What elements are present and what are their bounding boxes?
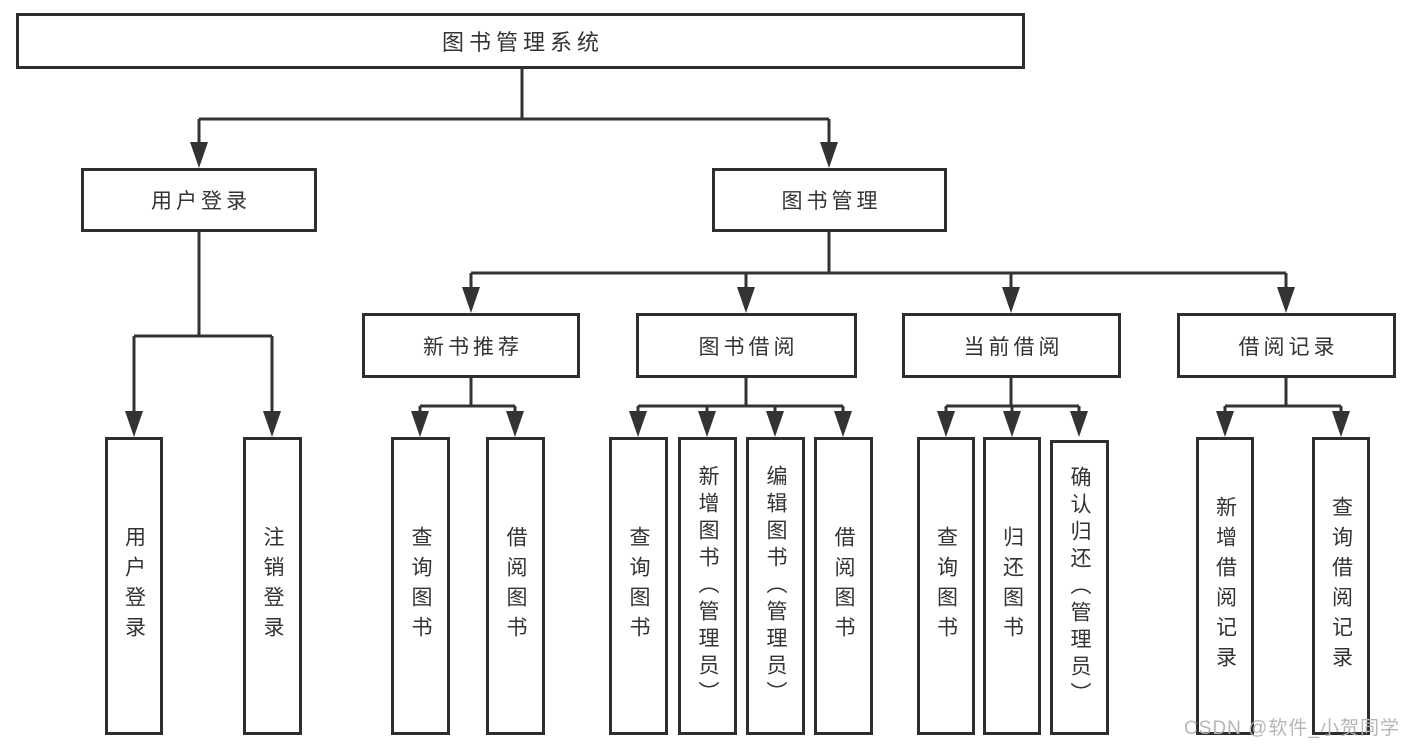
- leaf-borrow-query-book-label: 查询图书: [627, 526, 650, 646]
- leaf-borrow-edit-book-admin-label: 编辑图书（管理员）: [764, 464, 787, 708]
- node-new-book-recommend: 新书推荐: [362, 313, 580, 378]
- leaf-current-confirm-return-admin: 确认归还（管理员）: [1050, 440, 1109, 735]
- node-book-management-label: 图书管理: [781, 190, 882, 213]
- csdn-watermark: CSDN @软件_小贺同学: [1184, 718, 1400, 739]
- leaf-user-login: 用户登录: [105, 437, 163, 735]
- node-book-borrow: 图书借阅: [636, 313, 857, 378]
- leaf-borrow-borrow-book: 借阅图书: [814, 437, 873, 735]
- node-borrow-records-label: 借阅记录: [1238, 335, 1339, 359]
- node-book-borrow-label: 图书借阅: [698, 335, 799, 359]
- leaf-borrow-add-book-admin-label: 新增图书（管理员）: [696, 464, 719, 708]
- node-new-book-recommend-label: 新书推荐: [423, 335, 523, 359]
- leaf-records-add-record-label: 新增借阅记录: [1213, 496, 1237, 676]
- node-user-login: 用户登录: [81, 168, 317, 232]
- node-book-management: 图书管理: [712, 168, 947, 232]
- leaf-newbooks-query-book: 查询图书: [391, 437, 450, 735]
- leaf-newbooks-query-book-label: 查询图书: [409, 526, 432, 646]
- leaf-current-return-book: 归还图书: [983, 437, 1041, 735]
- node-current-borrow-label: 当前借阅: [963, 335, 1064, 359]
- leaf-newbooks-borrow-book: 借阅图书: [486, 437, 545, 735]
- leaf-user-login-label: 用户登录: [122, 526, 146, 646]
- node-user-login-label: 用户登录: [151, 190, 251, 213]
- leaf-borrow-edit-book-admin: 编辑图书（管理员）: [746, 437, 805, 735]
- leaf-borrow-add-book-admin: 新增图书（管理员）: [678, 437, 737, 735]
- leaf-current-query-book-label: 查询图书: [934, 526, 958, 646]
- leaf-newbooks-borrow-book-label: 借阅图书: [504, 526, 527, 646]
- leaf-records-add-record: 新增借阅记录: [1196, 437, 1254, 735]
- leaf-current-return-book-label: 归还图书: [1000, 526, 1024, 646]
- leaf-current-query-book: 查询图书: [917, 437, 975, 735]
- leaf-logout: 注销登录: [243, 437, 302, 735]
- leaf-logout-label: 注销登录: [261, 526, 284, 646]
- node-library-system: 图书管理系统: [16, 13, 1025, 69]
- node-library-system-label: 图书管理系统: [441, 30, 604, 55]
- leaf-records-query-record-label: 查询借阅记录: [1329, 496, 1353, 676]
- arrowheads: [125, 142, 1350, 437]
- connector-lines: [132, 68, 1343, 433]
- node-borrow-records: 借阅记录: [1177, 313, 1396, 378]
- leaf-borrow-borrow-book-label: 借阅图书: [832, 526, 855, 646]
- leaf-current-confirm-return-admin-label: 确认归还（管理员）: [1068, 466, 1091, 709]
- leaf-records-query-record: 查询借阅记录: [1312, 437, 1370, 735]
- leaf-borrow-query-book: 查询图书: [609, 437, 668, 735]
- node-current-borrow: 当前借阅: [902, 313, 1121, 378]
